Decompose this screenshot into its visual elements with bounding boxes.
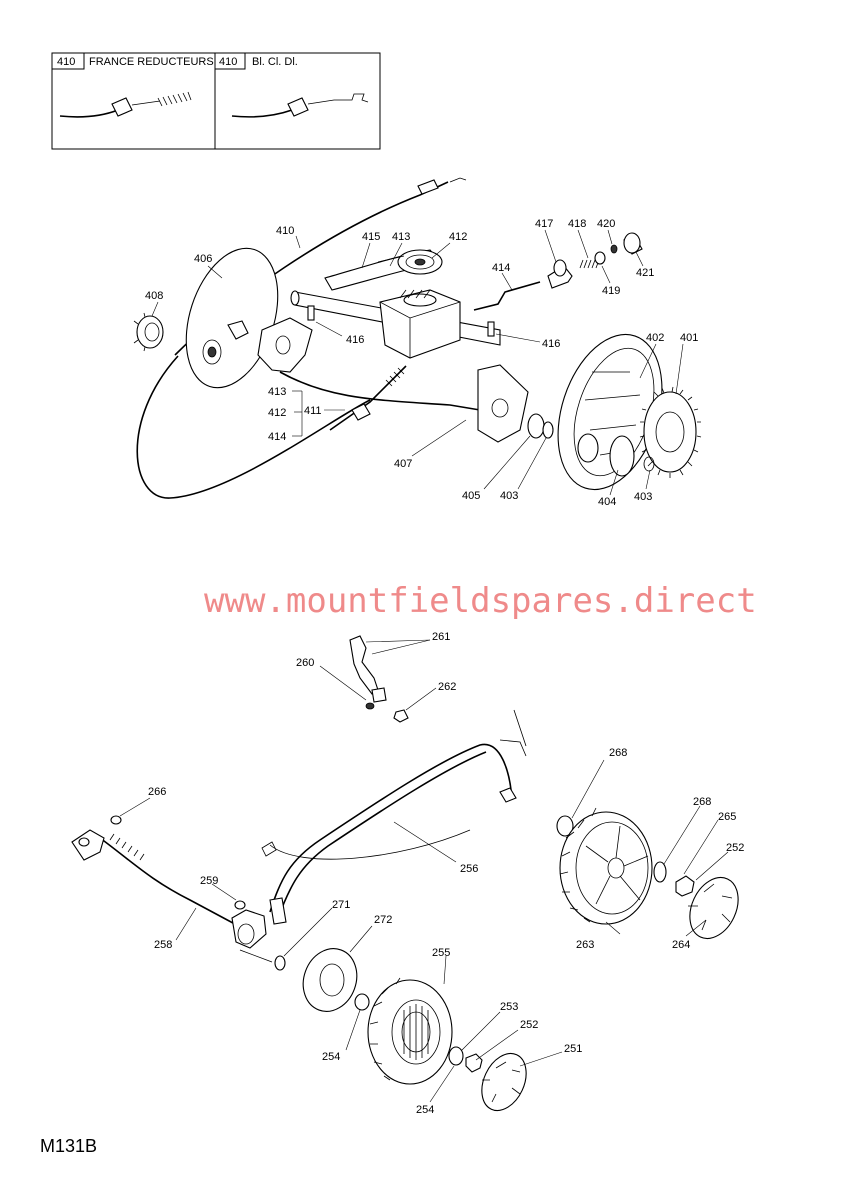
upper-leader-lines <box>151 229 684 496</box>
callout-406: 406 <box>194 253 212 265</box>
callout-251: 251 <box>564 1043 582 1055</box>
watermark-text: www.mountfieldspares.direct <box>204 581 757 621</box>
callout-268: 268 <box>693 796 711 808</box>
callout-252-rear: 252 <box>726 842 744 854</box>
callout-411: 411 <box>304 405 322 417</box>
callout-262: 262 <box>438 681 456 693</box>
cable-left-number: 410 <box>57 56 75 68</box>
callout-405: 405 <box>462 490 480 502</box>
drive-assembly <box>133 177 702 499</box>
callout-414-group: 414 <box>268 431 286 443</box>
drive-wheel-hub <box>557 333 663 491</box>
nut-259 <box>234 900 246 910</box>
height-rod <box>279 371 481 411</box>
callout-417: 417 <box>535 218 553 230</box>
callout-407: 407 <box>394 458 412 470</box>
callout-420: 420 <box>597 218 615 230</box>
callout-268-top: 268 <box>609 747 627 759</box>
callout-416-right: 416 <box>542 338 560 350</box>
right-bracket <box>477 364 529 443</box>
cable-right-label: Bl. Cl. Dl. <box>252 56 298 68</box>
front-hub-cap <box>481 1052 527 1112</box>
callout-403-right: 403 <box>634 491 652 503</box>
cable-right-number: 410 <box>219 56 237 68</box>
callout-259: 259 <box>200 875 218 887</box>
drive-cover-disc <box>185 247 279 389</box>
callout-254-left: 254 <box>322 1051 340 1063</box>
callout-265: 265 <box>718 811 736 823</box>
drive-bush <box>133 312 164 352</box>
drive-cable <box>136 355 371 499</box>
nut-266 <box>110 815 122 825</box>
left-bracket <box>257 317 313 373</box>
callout-256: 256 <box>460 863 478 875</box>
callout-410: 410 <box>276 225 294 237</box>
drive-link <box>329 365 407 431</box>
callout-413-group: 413 <box>268 386 286 398</box>
callout-404: 404 <box>598 496 616 508</box>
callout-419: 419 <box>602 285 620 297</box>
cable-spring-end-illustration <box>59 91 192 118</box>
callout-271: 271 <box>332 899 350 911</box>
callout-255: 255 <box>432 947 450 959</box>
cable-hook-end-illustration <box>231 93 369 118</box>
diagram-code: M131B <box>40 1136 97 1156</box>
callout-263: 263 <box>576 939 594 951</box>
rear-wheel <box>556 807 739 940</box>
drive-gear <box>609 386 702 478</box>
callout-418: 418 <box>568 218 586 230</box>
callout-408: 408 <box>145 290 163 302</box>
callout-421: 421 <box>636 267 654 279</box>
callout-266: 266 <box>148 786 166 798</box>
height-adjust-assembly <box>71 635 527 971</box>
callout-401: 401 <box>680 332 698 344</box>
adjust-lever <box>349 635 379 695</box>
callout-254-bottom: 254 <box>416 1104 434 1116</box>
cable-left-label: FRANCE REDUCTEURS <box>89 56 214 68</box>
callout-261: 261 <box>432 631 450 643</box>
callout-252-front: 252 <box>520 1019 538 1031</box>
adjust-frame <box>269 743 513 913</box>
callout-413: 413 <box>392 231 410 243</box>
callout-412-group: 412 <box>268 407 286 419</box>
front-wheel <box>302 948 527 1112</box>
callout-272: 272 <box>374 914 392 926</box>
shift-rod <box>473 281 541 311</box>
callout-416-left: 416 <box>346 334 364 346</box>
belt-and-pulley <box>324 249 443 291</box>
lower-leader-lines <box>119 639 729 1103</box>
washer-271 <box>274 955 286 971</box>
callout-403-left: 403 <box>500 490 518 502</box>
callout-415: 415 <box>362 231 380 243</box>
wheel-bush <box>527 413 545 439</box>
gearbox-and-axle <box>290 289 501 359</box>
adjuster-rod <box>99 837 247 931</box>
callout-264: 264 <box>672 939 690 951</box>
callout-402: 402 <box>646 332 664 344</box>
callout-412: 412 <box>449 231 467 243</box>
lever-parts <box>547 232 643 289</box>
callout-253: 253 <box>500 1001 518 1013</box>
callout-258: 258 <box>154 939 172 951</box>
callout-260: 260 <box>296 657 314 669</box>
callout-414: 414 <box>492 262 510 274</box>
cable-options-box: 410 FRANCE REDUCTEURS 410 Bl. Cl. Dl. <box>51 52 381 150</box>
